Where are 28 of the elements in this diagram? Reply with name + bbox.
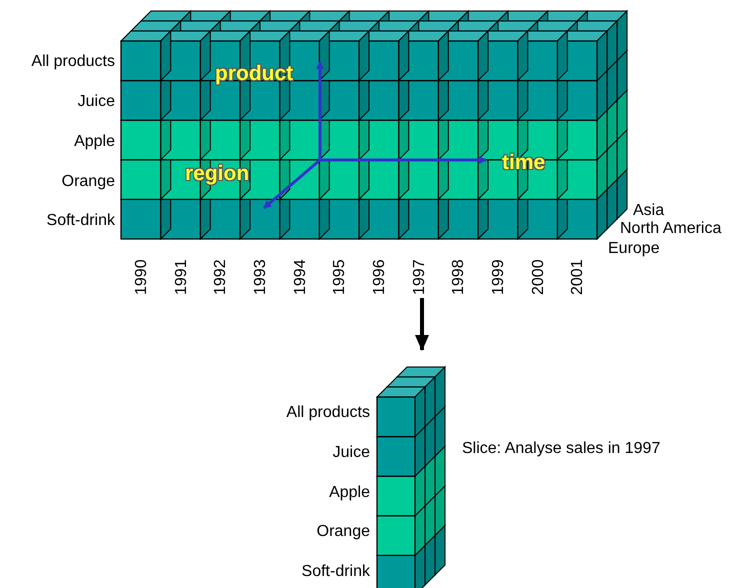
year-label: 1990: [133, 259, 151, 295]
row-label: Soft-drink: [46, 212, 115, 230]
year-label: 1994: [292, 259, 310, 295]
year-label: 1998: [450, 259, 468, 295]
row-label: Orange: [62, 173, 115, 191]
region-label: Asia: [633, 202, 664, 220]
year-label: 2001: [569, 259, 588, 295]
row-label: Juice: [332, 444, 370, 462]
region-label: North America: [620, 220, 722, 238]
row-label: All products: [286, 404, 370, 422]
year-label: 1996: [371, 259, 390, 295]
row-label: All products: [31, 53, 115, 71]
year-label: 1995: [331, 259, 350, 295]
row-label: Soft-drink: [302, 563, 370, 581]
slice-caption: Slice: Analyse sales in 1997: [462, 440, 660, 458]
year-label: 1999: [490, 259, 508, 295]
year-label: 1997: [410, 259, 429, 295]
year-label: 2000: [530, 259, 548, 295]
year-label: 1991: [172, 259, 191, 295]
year-label: 1992: [212, 259, 230, 295]
row-label: Juice: [78, 93, 115, 111]
arrow: [415, 298, 429, 351]
slice-drawing: [377, 367, 447, 588]
row-label: Apple: [74, 133, 115, 151]
year-label: 1993: [252, 259, 270, 295]
row-label: Apple: [329, 484, 370, 502]
row-label: Orange: [316, 523, 370, 541]
region-label: Europe: [608, 240, 660, 258]
